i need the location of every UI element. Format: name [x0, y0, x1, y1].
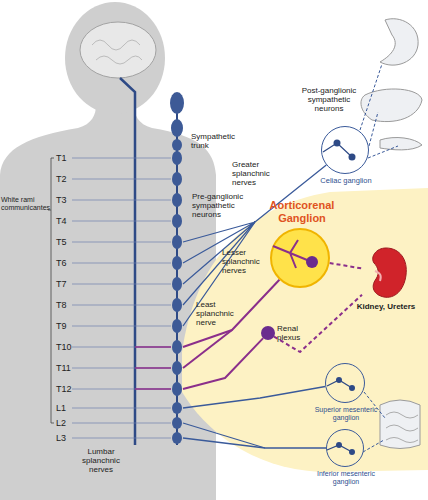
segment-label: T11 [56, 363, 76, 373]
segment-label: T8 [56, 300, 76, 310]
kidney-hilum [375, 271, 381, 281]
trunk-ganglion [172, 361, 182, 375]
cervical-ganglion [170, 92, 184, 114]
kidney-shape [362, 245, 410, 300]
neuron-fiber [327, 380, 352, 388]
pancreas-shape [380, 138, 422, 150]
segment-label: T3 [56, 195, 76, 205]
node-text: Sympathetic trunk [191, 132, 247, 150]
neuron-body [306, 256, 318, 268]
segment-label: L3 [56, 433, 76, 443]
trunk-ganglion [172, 319, 182, 333]
trunk-ganglion [172, 151, 182, 165]
sympathetic-trunk: Sympathetic trunk [171, 92, 183, 444]
segment-label: T10 [56, 342, 76, 352]
body-silhouette [0, 105, 216, 500]
brain-shape [80, 22, 156, 78]
trunk-ganglion [172, 193, 182, 207]
annotation-label: Post-ganglionic sympathetic neurons [298, 86, 360, 113]
segment-label: L2 [56, 418, 76, 428]
trunk-ganglion [172, 298, 182, 312]
annotation-label: Pre-ganglionic sympathetic neurons [192, 192, 250, 219]
trunk-ganglion [172, 402, 182, 414]
intestine-folds [386, 412, 418, 443]
trunk-ganglion [172, 256, 182, 270]
lumbar-splanchnic-roots [183, 423, 265, 448]
nerve-connector [183, 338, 263, 389]
neuron-fiber [323, 143, 352, 157]
segment-label: T5 [56, 237, 76, 247]
spinal-cord [120, 78, 135, 445]
segment-label: T6 [56, 258, 76, 268]
spinal-nerve-lines [72, 158, 171, 438]
head-silhouette [65, 2, 165, 114]
trunk-ganglion [172, 340, 182, 354]
brain-folds [92, 40, 142, 64]
kidney-outline [373, 248, 407, 297]
trunk-ganglion [172, 382, 182, 396]
purple-rami [135, 347, 171, 389]
nerve-connector [183, 438, 326, 448]
node-text: Superior mesenteric ganglion [306, 406, 386, 422]
edge-label: Lesser splanchnic nerves [222, 248, 268, 275]
segment-label: T2 [56, 174, 76, 184]
neuron-fiber [327, 445, 352, 452]
liver-shape [361, 89, 422, 122]
neuron-body [336, 377, 342, 383]
node-text: Renal plexus [277, 324, 317, 342]
nerve-connector [330, 263, 362, 269]
node-text: Inferior mesenteric ganglion [306, 470, 386, 486]
plexus-circle: Renal plexus [261, 326, 275, 340]
segment-label: T9 [56, 321, 76, 331]
annotation-label: White rami communicantes [1, 196, 49, 212]
ganglion-circle: Celiac ganglion [321, 126, 369, 174]
edge-label: Least splanchnic nerve [196, 300, 240, 327]
nerve-connector [183, 280, 279, 347]
neuron-body [349, 449, 355, 455]
segment-label: T1 [56, 153, 76, 163]
neuron-body [336, 442, 342, 448]
cervical-ganglion [171, 119, 183, 137]
neuron-fiber [273, 240, 312, 268]
trunk-ganglion [172, 172, 182, 186]
kidney-organ: Kidney, Ureters [362, 245, 410, 300]
node-text: Kidney, Ureters [356, 302, 416, 311]
neuron-body [349, 154, 356, 161]
segment-label: T7 [56, 279, 76, 289]
node-text: Aorticorenal Ganglion [250, 199, 354, 225]
white-rami-bracket [48, 158, 54, 423]
trunk-ganglion [172, 235, 182, 249]
trunk-ganglion [172, 432, 182, 444]
stomach-shape [380, 19, 418, 65]
trunk-ganglion [172, 277, 182, 291]
trunk-ganglion [172, 214, 182, 228]
intestine-shape [380, 400, 420, 449]
ganglion-circle: Aorticorenal Ganglion [270, 228, 330, 288]
annotation-label: Lumbar splanchnic nerves [70, 447, 132, 474]
node-text: Celiac ganglion [310, 176, 382, 185]
segment-label: T4 [56, 216, 76, 226]
cervical-ganglion [172, 139, 182, 151]
lesser-splanchnic-root [183, 330, 232, 368]
ganglion-zone [182, 188, 428, 472]
segment-label: L1 [56, 403, 76, 413]
neuron-body [349, 385, 355, 391]
segment-label: T12 [56, 384, 76, 394]
ganglion-circle: Superior mesenteric ganglion [325, 363, 365, 403]
nerve-connector [183, 387, 325, 409]
ganglion-circle: Inferior mesenteric ganglion [326, 429, 364, 467]
edge-label: Greater splanchnic nerves [232, 160, 290, 187]
nerve-connector [274, 295, 362, 352]
trunk-ganglion [172, 417, 182, 429]
neuron-body [334, 140, 341, 147]
